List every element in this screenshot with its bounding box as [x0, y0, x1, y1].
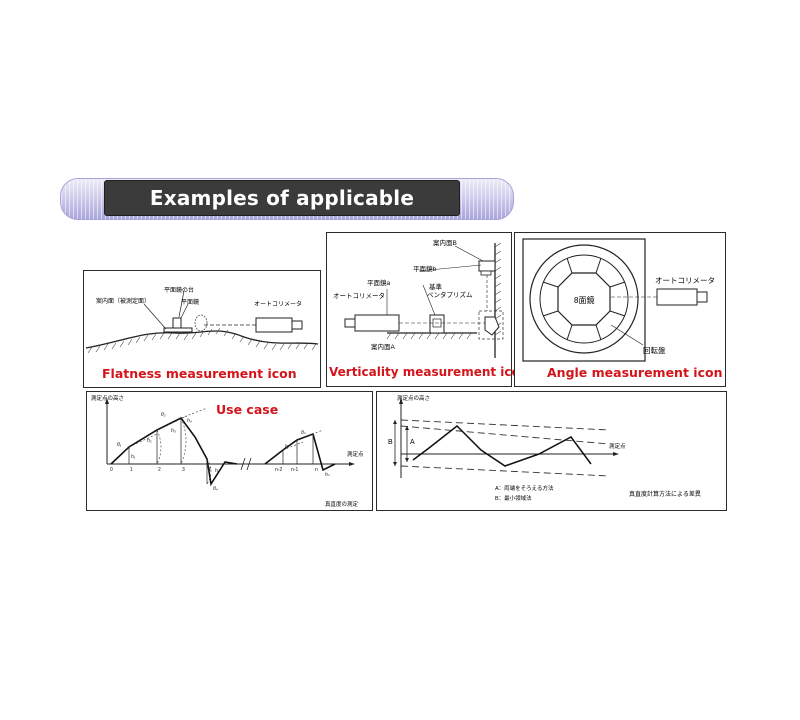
flatness-diagram: 平面鏡の台 平面鏡 案内面（被測定面） オートコリメータ — [85, 286, 319, 354]
comparison-diagram: B A 測定点の高さ 測定点 A：両端をそろえる方法 B：最小領域法 真直度計算… — [388, 394, 701, 502]
comparison-panel: B A 測定点の高さ 測定点 A：両端をそろえる方法 B：最小領域法 真直度計算… — [376, 391, 727, 511]
flatness-caption: Flatness measurement icon — [102, 366, 297, 381]
label-footer: 真直度計算方法による差異 — [629, 490, 701, 498]
label-prism: ペンタプリズム — [427, 290, 473, 299]
label-height: 測定点の高さ — [397, 394, 430, 402]
pentaprism — [484, 316, 500, 336]
verticality-caption: Verticality measurement icon — [329, 365, 529, 379]
banner-title: Examples of applicable examples — [104, 180, 460, 244]
angle-panel: 8面鏡 オートコリメータ 回転盤 Angle measurement icon — [514, 232, 726, 387]
label-autocollimator: オートコリメータ — [655, 276, 715, 285]
label-mirror8: 8面鏡 — [574, 295, 594, 305]
mirror-b — [478, 260, 496, 272]
label-height: 測定点の高さ — [91, 394, 124, 402]
usecase-caption: Use case — [216, 402, 279, 417]
label-guide: 案内面（被測定面） — [96, 297, 150, 305]
usecase-diagram: θ₁ h₁ h₂ θ₂ h₃ h₃ h₄ θ₄ h θₙ hₙ 0 1 2 3 4 n-2… — [91, 394, 364, 508]
upper-envelope — [400, 419, 610, 431]
label-guide-a: 案内面A — [371, 342, 396, 351]
svg-text:h₂: h₂ — [147, 438, 152, 444]
legend-a: A：両端をそろえる方法 — [495, 484, 554, 492]
angle-diagram: 8面鏡 オートコリメータ 回転盤 — [522, 238, 715, 362]
svg-text:θ₂: θ₂ — [161, 412, 166, 418]
label-mirror-a: 平面鏡a — [367, 278, 391, 287]
mirror-base — [163, 327, 193, 333]
label-guide-b: 案内面B — [433, 238, 457, 247]
flatness-surface — [85, 330, 319, 349]
label-A: A — [410, 439, 415, 446]
legend-b: B：最小領域法 — [495, 494, 532, 502]
svg-text:h₃: h₃ — [187, 418, 192, 424]
svg-text:θ₁: θ₁ — [117, 442, 122, 448]
label-mirror-b: 平面鏡b — [413, 264, 437, 273]
tick-0: 0 — [110, 467, 113, 473]
verticality-panel: 案内面B 平面鏡b 平面鏡a オートコリメータ 基準 ペンタプリズム 案内面A … — [326, 232, 528, 387]
svg-text:h: h — [285, 444, 288, 450]
svg-text:θₙ: θₙ — [301, 430, 307, 436]
autocollimator-body — [255, 317, 293, 333]
label-turntable: 回転盤 — [643, 345, 666, 355]
label-point: 測定点 — [347, 450, 364, 458]
label-point: 測定点 — [609, 442, 626, 450]
flat-mirror — [172, 317, 182, 329]
angle-caption: Angle measurement icon — [547, 365, 723, 380]
tick-2: 2 — [158, 467, 161, 473]
tick-4: 4 — [208, 467, 211, 473]
tick-3: 3 — [182, 467, 185, 473]
lower-envelope — [400, 465, 610, 477]
label-reference: 基準 — [429, 282, 443, 291]
svg-text:h₁: h₁ — [131, 454, 136, 460]
svg-text:θ₄: θ₄ — [213, 486, 218, 492]
label-table: 平面鏡の台 — [164, 286, 194, 294]
svg-text:h₄: h₄ — [215, 468, 220, 474]
label-autocollimator: オートコリメータ — [254, 300, 302, 308]
svg-text:hₙ: hₙ — [325, 472, 331, 478]
svg-text:h₃: h₃ — [171, 428, 176, 434]
autocollimator-body — [656, 288, 698, 306]
flatness-panel: 平面鏡の台 平面鏡 案内面（被測定面） オートコリメータ Flatness me… — [83, 270, 321, 388]
label-B: B — [388, 439, 393, 446]
usecase-profile — [110, 416, 238, 487]
autocollimator-body — [354, 314, 400, 332]
label-footer: 真直度の測定 — [325, 500, 359, 508]
comparison-profile — [412, 424, 592, 467]
label-autocollimator: オートコリメータ — [333, 291, 385, 300]
tick-1: 1 — [130, 467, 133, 473]
usecase-panel: θ₁ h₁ h₂ θ₂ h₃ h₃ h₄ θ₄ h θₙ hₙ 0 1 2 3 4 n-2… — [86, 391, 373, 511]
tick-n: n — [315, 467, 318, 473]
tick-n-2: n-2 — [275, 467, 282, 473]
label-mirror: 平面鏡 — [181, 298, 199, 306]
verticality-diagram: 案内面B 平面鏡b 平面鏡a オートコリメータ 基準 ペンタプリズム 案内面A — [333, 238, 504, 358]
tick-n-1: n-1 — [291, 467, 298, 473]
